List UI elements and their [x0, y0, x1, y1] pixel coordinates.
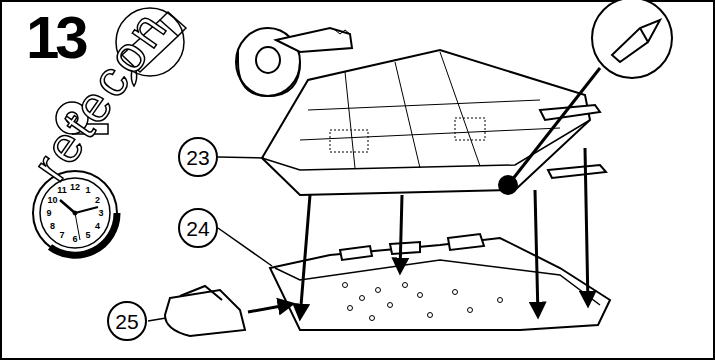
- callout-number: 24: [186, 218, 209, 239]
- step-number: 13: [26, 8, 85, 68]
- callout-number: 25: [115, 311, 138, 332]
- clock-numeral: 11: [57, 186, 67, 195]
- callout-circle: 23: [178, 137, 218, 177]
- clock-numeral: 1: [85, 186, 90, 195]
- clock-numeral: 7: [59, 231, 64, 240]
- clock-numeral: 6: [72, 235, 77, 244]
- clock-numeral: 12: [70, 183, 80, 192]
- callout-number: 23: [186, 147, 209, 168]
- callout-circle: 24: [178, 208, 218, 248]
- clock-numeral: 8: [50, 222, 55, 231]
- clock-numeral: 9: [46, 209, 51, 218]
- callout-circle: 25: [107, 301, 147, 341]
- clock-numeral: 10: [47, 196, 57, 205]
- clock-numeral: 2: [95, 196, 100, 205]
- clock-numeral: 4: [95, 222, 100, 231]
- clock-numeral: 3: [98, 209, 103, 218]
- clock-numeral: 5: [85, 231, 90, 240]
